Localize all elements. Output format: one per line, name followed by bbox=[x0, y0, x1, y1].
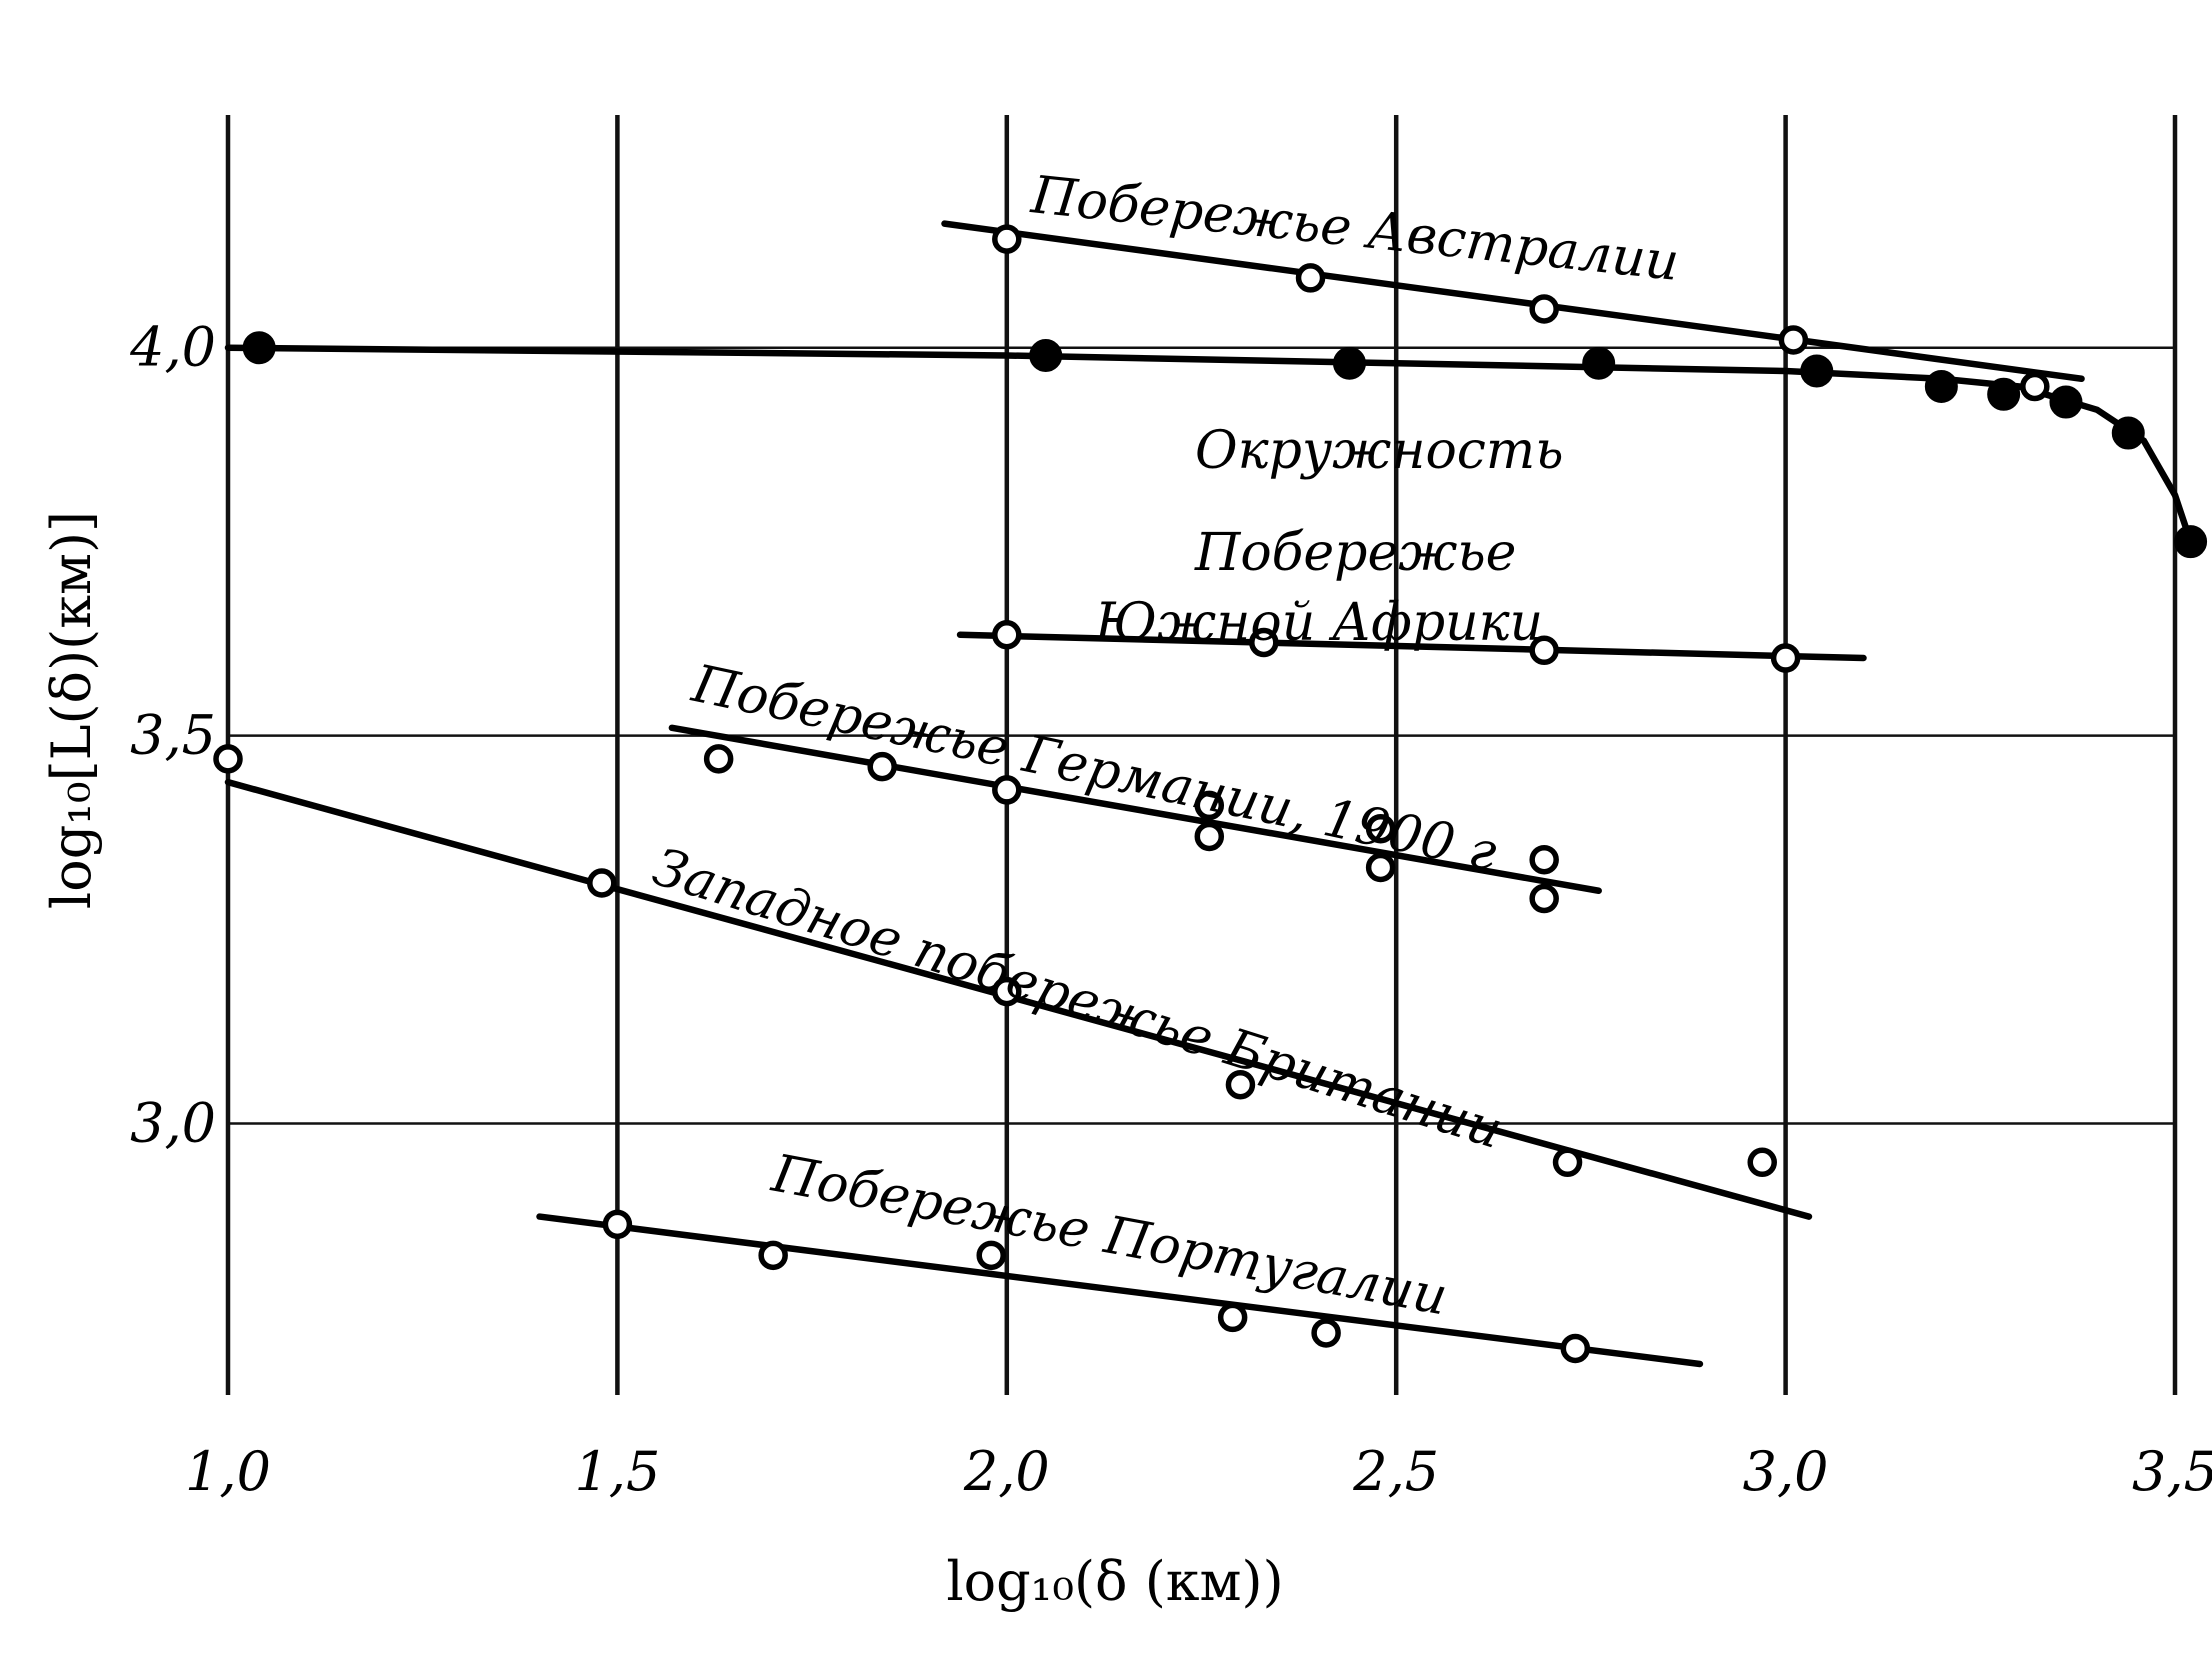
fit-line-series-1 bbox=[224, 344, 2194, 545]
data-point-series-1-9 bbox=[2174, 525, 2208, 559]
fit-line-series-3 bbox=[668, 724, 1602, 895]
series-label-britain: Западное побережье Британии bbox=[646, 837, 1509, 1161]
y-tick-label-1: 3,5 bbox=[130, 704, 216, 767]
x-tick-label-2: 2,0 bbox=[963, 1440, 1050, 1503]
data-point-series-1-1 bbox=[1029, 338, 1063, 372]
data-point-series-4-5 bbox=[1747, 1147, 1777, 1178]
data-point-series-5-5 bbox=[1560, 1333, 1591, 1364]
x-tick-label-1: 1,5 bbox=[574, 1440, 660, 1503]
data-point-series-0-1 bbox=[1295, 263, 1326, 293]
tick-labels: 1,0 1,5 2,0 2,5 3,0 3,5 3,0 3,5 4,0 bbox=[129, 316, 2212, 1503]
data-point-series-0-4 bbox=[2020, 371, 2050, 402]
x-tick-label-3: 2,5 bbox=[1352, 1440, 1439, 1503]
data-point-series-4-3 bbox=[1225, 1069, 1256, 1100]
data-point-series-3-4 bbox=[1194, 821, 1225, 852]
data-point-series-2-1 bbox=[1249, 627, 1279, 658]
data-point-series-3-2 bbox=[992, 775, 1022, 805]
series-label-south-africa-line2: Южной Африки bbox=[1094, 593, 1543, 653]
data-point-series-1-0 bbox=[242, 331, 276, 365]
data-point-series-3-6 bbox=[1365, 852, 1396, 883]
y-tick-label-0: 3,0 bbox=[130, 1091, 216, 1154]
data-point-series-3-7 bbox=[1529, 844, 1559, 875]
data-point-series-2-2 bbox=[1529, 635, 1559, 666]
y-tick-label-2: 4,0 bbox=[129, 316, 216, 379]
data-point-series-3-5 bbox=[1365, 813, 1396, 844]
series-labels: Побережье Австралии Окружность Побережье… bbox=[646, 165, 1682, 1327]
data-point-series-2-0 bbox=[992, 620, 1022, 650]
fit-line-series-2 bbox=[956, 631, 1867, 662]
data-point-series-5-1 bbox=[758, 1240, 788, 1271]
data-point-series-0-3 bbox=[1778, 325, 1809, 355]
data-point-series-3-1 bbox=[867, 751, 897, 782]
series-label-south-africa: Побережье Южной Африки bbox=[1094, 523, 1543, 653]
data-point-series-5-3 bbox=[1217, 1302, 1248, 1333]
series-label-south-africa-line1: Побережье bbox=[1194, 523, 1516, 583]
series-label-australia: Побережье Австралии bbox=[1028, 165, 1682, 293]
data-point-series-1-4 bbox=[1800, 354, 1834, 388]
data-point-series-1-5 bbox=[1924, 370, 1958, 404]
data-point-series-4-2 bbox=[992, 976, 1022, 1007]
data-point-series-3-8 bbox=[1529, 883, 1559, 914]
data-point-series-1-3 bbox=[1582, 346, 1616, 380]
data-point-series-1-6 bbox=[1987, 377, 2021, 411]
fit-line-series-0 bbox=[941, 220, 2085, 383]
data-point-series-3-0 bbox=[703, 744, 734, 774]
series-label-circle: Окружность bbox=[1195, 421, 1564, 481]
data-point-series-0-2 bbox=[1529, 294, 1559, 324]
data-point-series-3-3 bbox=[1194, 790, 1225, 821]
y-axis-label: log₁₀[L(δ)(км)] bbox=[40, 511, 103, 909]
data-point-series-5-4 bbox=[1311, 1318, 1341, 1348]
data-point-series-4-0 bbox=[213, 744, 243, 774]
series-label-germany: Побережье Германии, 1900 г bbox=[686, 654, 1502, 883]
data-point-series-5-2 bbox=[976, 1240, 1006, 1271]
grid bbox=[225, 115, 2178, 1395]
x-axis-label: log₁₀(δ (км)) bbox=[946, 1550, 1283, 1613]
data-point-series-5-0 bbox=[602, 1209, 633, 1240]
x-tick-label-5: 3,5 bbox=[2132, 1440, 2212, 1503]
series-label-portugal: Побережье Португалии bbox=[767, 1144, 1452, 1328]
data-point-series-2-3 bbox=[1770, 643, 1801, 673]
data-point-series-1-8 bbox=[2111, 416, 2145, 450]
data-point-series-1-7 bbox=[2049, 385, 2083, 419]
data-point-series-0-0 bbox=[992, 224, 1022, 254]
data-point-series-4-1 bbox=[587, 868, 617, 898]
data-points bbox=[213, 224, 2208, 1364]
fit-line-series-5 bbox=[536, 1213, 1704, 1368]
x-tick-label-0: 1,0 bbox=[185, 1440, 271, 1503]
x-tick-label-4: 3,0 bbox=[1743, 1440, 1829, 1503]
data-point-series-1-2 bbox=[1332, 346, 1366, 380]
data-point-series-4-4 bbox=[1552, 1147, 1583, 1178]
